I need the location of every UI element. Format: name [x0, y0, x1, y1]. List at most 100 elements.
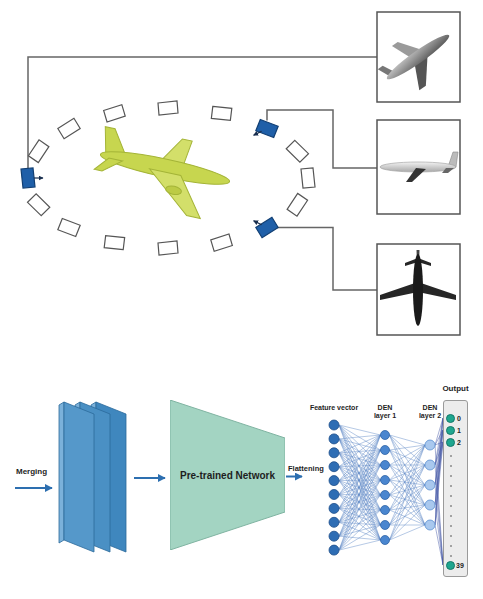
ellipsis-dot — [450, 475, 452, 477]
neuron — [329, 545, 339, 555]
class-index: 0 — [457, 415, 461, 422]
trapezoid-shape — [170, 400, 285, 550]
view-direction — [34, 177, 43, 178]
weight-line — [339, 510, 381, 550]
weight-line — [390, 445, 426, 510]
weight-line — [390, 445, 426, 480]
output-bar: Output — [436, 384, 475, 579]
neuron — [381, 491, 390, 500]
camera-frame — [158, 241, 178, 255]
rendered-view — [380, 152, 458, 182]
layer-column: DEN layer 1 — [369, 403, 401, 545]
flow-arrow — [286, 476, 302, 478]
illustration-part — [94, 156, 122, 175]
weight-line — [339, 480, 381, 508]
illustration-part — [413, 254, 423, 326]
neuron — [381, 461, 390, 470]
output-column — [443, 400, 468, 577]
illustration-part — [442, 168, 454, 173]
neuron — [329, 490, 339, 500]
neuron — [381, 506, 390, 515]
ellipsis-dot — [450, 455, 452, 457]
rendered-view — [371, 16, 465, 103]
view-panels — [377, 12, 460, 335]
camera-frame — [103, 234, 125, 252]
illustration-part — [377, 244, 460, 335]
camera-frame — [210, 234, 232, 252]
leader-line — [267, 110, 377, 168]
layer-heading: DEN layer 2 — [416, 404, 444, 419]
camera-frame — [27, 193, 51, 217]
neuron — [329, 420, 339, 430]
camera-frame — [27, 139, 51, 163]
ellipsis-dot — [450, 545, 452, 547]
neuron — [381, 536, 390, 545]
weight-line — [339, 495, 381, 522]
weight-line — [339, 435, 381, 550]
weight-line — [339, 435, 381, 536]
ellipsis-dot — [450, 465, 452, 467]
weight-line — [339, 495, 381, 508]
illustration-part — [64, 402, 94, 552]
weight-line — [339, 425, 381, 525]
weight-line — [339, 480, 381, 550]
neuron — [329, 462, 339, 472]
output-neuron — [446, 426, 455, 435]
layer-heading: Feature vector — [305, 404, 363, 412]
rendered-view — [380, 250, 456, 326]
weight-line — [390, 435, 426, 525]
ellipsis-dot — [450, 495, 452, 497]
weight-line — [390, 525, 426, 540]
neuron — [381, 476, 390, 485]
arrow-label: Flattening — [287, 465, 325, 473]
illustration-part — [134, 477, 165, 479]
ellipsis-dot — [450, 555, 452, 557]
weight-line — [435, 430, 443, 525]
illustration-part — [165, 185, 182, 196]
layer-heading: Output — [436, 385, 475, 394]
camera-frame — [57, 118, 81, 139]
weight-line — [390, 480, 426, 485]
weight-line — [435, 418, 443, 525]
camera-frame — [286, 139, 310, 163]
neuron — [329, 517, 339, 527]
camera-frame — [301, 168, 315, 188]
block-title: Pre-trained Network — [180, 470, 275, 481]
weight-line — [390, 485, 426, 510]
neuron — [329, 503, 339, 513]
airplane-model — [89, 122, 236, 222]
weight-line — [339, 465, 381, 550]
camera-frame — [210, 104, 232, 122]
neuron — [329, 476, 339, 486]
neuron — [425, 520, 435, 530]
view-direction — [254, 131, 262, 135]
neuron — [329, 448, 339, 458]
weight-line — [390, 505, 426, 525]
layer-column: DEN layer 2 — [414, 403, 446, 533]
output-neuron — [446, 438, 455, 447]
weight-line — [339, 425, 381, 510]
illustration-part — [406, 168, 426, 182]
neuron — [425, 460, 435, 470]
output-neuron — [446, 414, 455, 423]
weight-line — [435, 442, 443, 525]
weight-line — [435, 525, 443, 565]
illustration-part — [15, 487, 52, 489]
weight-line — [339, 495, 381, 550]
camera-frame — [21, 168, 35, 188]
camera-ring — [21, 101, 315, 255]
weight-line — [390, 485, 426, 540]
neuron — [381, 431, 390, 440]
ellipsis-dot — [450, 535, 452, 537]
weight-line — [339, 540, 381, 550]
weight-line — [339, 439, 381, 540]
ellipsis-dot — [450, 525, 452, 527]
weight-line — [339, 453, 381, 540]
leader-lines — [28, 57, 377, 290]
class-index: 39 — [456, 562, 464, 569]
weight-line — [390, 435, 426, 445]
illustration-part — [377, 12, 460, 102]
